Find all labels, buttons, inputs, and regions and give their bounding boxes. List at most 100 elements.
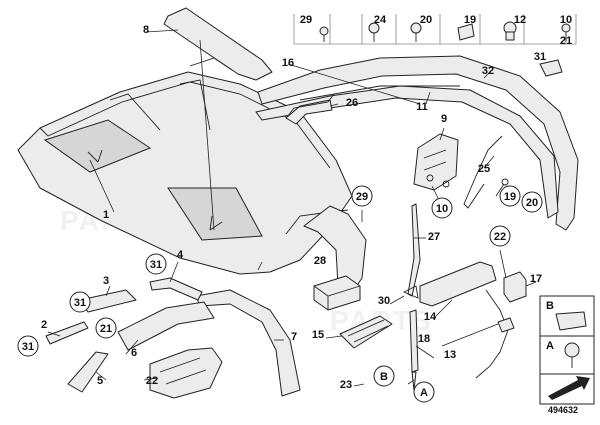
- callout-c1: 1: [103, 209, 109, 221]
- callout-number: 13: [444, 349, 456, 361]
- callout-number: 21: [560, 35, 572, 47]
- callout-c10a: 10: [560, 14, 572, 26]
- callout-c11: 11: [416, 101, 428, 113]
- trim-part-22: [149, 347, 223, 399]
- clip-icon: [539, 59, 563, 77]
- callout-number: 27: [428, 231, 440, 243]
- cap-nut-icon: [503, 21, 517, 41]
- callout-number: 7: [291, 331, 297, 343]
- callout-c29a: 29: [300, 14, 312, 26]
- callout-number: 31: [534, 51, 546, 63]
- trim-part-4: [149, 277, 203, 301]
- rivet-icon: [564, 342, 580, 368]
- callout-c23: 23: [340, 379, 352, 391]
- callout-number: 31: [22, 341, 34, 353]
- trim-part-7: [195, 289, 301, 397]
- callout-number: 2: [41, 319, 47, 331]
- diagram-id: 494632: [548, 405, 578, 415]
- rivet-icon: [410, 22, 422, 42]
- switch-part-17: [503, 271, 527, 303]
- callout-c21b: 21: [95, 317, 117, 339]
- callout-number: 15: [312, 329, 324, 341]
- callout-c17: 17: [530, 273, 542, 285]
- fastener-strip: [293, 14, 577, 77]
- roof-panel-part-1: [17, 71, 353, 275]
- callout-number: 11: [416, 101, 428, 113]
- callout-labels: 1234567891010111213141516171819192020212…: [17, 14, 572, 403]
- callout-c2: 2: [41, 319, 47, 331]
- callout-circle: [351, 185, 373, 207]
- callout-c29b: 29: [351, 185, 373, 207]
- callout-c7: 7: [291, 331, 297, 343]
- callout-c19a: 19: [464, 14, 476, 26]
- callout-circle: [145, 253, 167, 275]
- callout-c13: 13: [444, 349, 456, 361]
- callout-circle: [17, 335, 39, 357]
- callout-number: 5: [97, 375, 103, 387]
- callout-circle: [69, 291, 91, 313]
- callout-c5: 5: [97, 375, 103, 387]
- callout-number: A: [420, 387, 428, 399]
- callout-c26: 26: [346, 97, 358, 109]
- callout-c24: 24: [374, 14, 387, 26]
- callout-number: 29: [356, 191, 368, 203]
- callout-number: 12: [514, 14, 526, 26]
- callout-c20b: 20: [521, 191, 543, 213]
- legend-b-label: B: [546, 300, 554, 312]
- handle-part-14: [419, 261, 497, 307]
- callout-circle: [431, 197, 453, 219]
- callout-cB1: B: [373, 365, 395, 387]
- wire-part-18: [475, 289, 515, 379]
- callout-c25: 25: [478, 163, 490, 175]
- callout-number: 30: [378, 295, 390, 307]
- callout-circle: [413, 381, 435, 403]
- callout-c22b: 22: [146, 375, 158, 387]
- callout-circle: [499, 185, 521, 207]
- callout-number: 17: [530, 273, 542, 285]
- callout-circle: [95, 317, 117, 339]
- callout-number: 10: [436, 203, 448, 215]
- callout-number: 31: [150, 259, 162, 271]
- gas-strut-part-13: [402, 285, 419, 391]
- callout-c20a: 20: [420, 14, 432, 26]
- callout-number: 29: [300, 14, 312, 26]
- legend: B A 494632: [539, 295, 595, 415]
- callout-number: 21: [100, 323, 112, 335]
- callout-c22a: 22: [489, 225, 511, 247]
- callout-number: 22: [494, 231, 506, 243]
- callout-number: 8: [143, 24, 149, 36]
- clip-icon: [457, 23, 475, 41]
- callout-c18: 18: [418, 333, 430, 345]
- callout-c12: 12: [514, 14, 526, 26]
- callout-number: B: [380, 371, 388, 383]
- callout-number: 18: [418, 333, 430, 345]
- callout-number: 1: [103, 209, 109, 221]
- callout-number: 14: [424, 311, 437, 323]
- callout-c31c: 31: [69, 291, 91, 313]
- callout-c30: 30: [378, 295, 390, 307]
- callout-c21a: 21: [560, 35, 572, 47]
- arrow-icon: [548, 376, 590, 400]
- legend-a-label: A: [546, 340, 554, 352]
- trim-part-2: [45, 321, 89, 345]
- callout-c19b: 19: [499, 185, 521, 207]
- callout-c9: 9: [441, 113, 447, 125]
- callout-c8: 8: [143, 24, 149, 36]
- trim-part-6: [117, 301, 215, 351]
- callout-number: 28: [314, 255, 326, 267]
- callout-number: 9: [441, 113, 447, 125]
- callout-circle: [521, 191, 543, 213]
- trim-part-5: [67, 351, 109, 393]
- callout-c3: 3: [103, 275, 109, 287]
- callout-c27: 27: [428, 231, 440, 243]
- screw-icon: [319, 26, 329, 42]
- callout-c4: 4: [177, 249, 184, 261]
- callout-number: 3: [103, 275, 109, 287]
- callout-number: 22: [146, 375, 158, 387]
- bracket-part-29: [303, 205, 367, 291]
- clip-icon: [555, 311, 587, 331]
- callout-number: 6: [131, 347, 137, 359]
- rails-parts-11-16-32: [255, 55, 579, 231]
- callout-number: 31: [74, 297, 86, 309]
